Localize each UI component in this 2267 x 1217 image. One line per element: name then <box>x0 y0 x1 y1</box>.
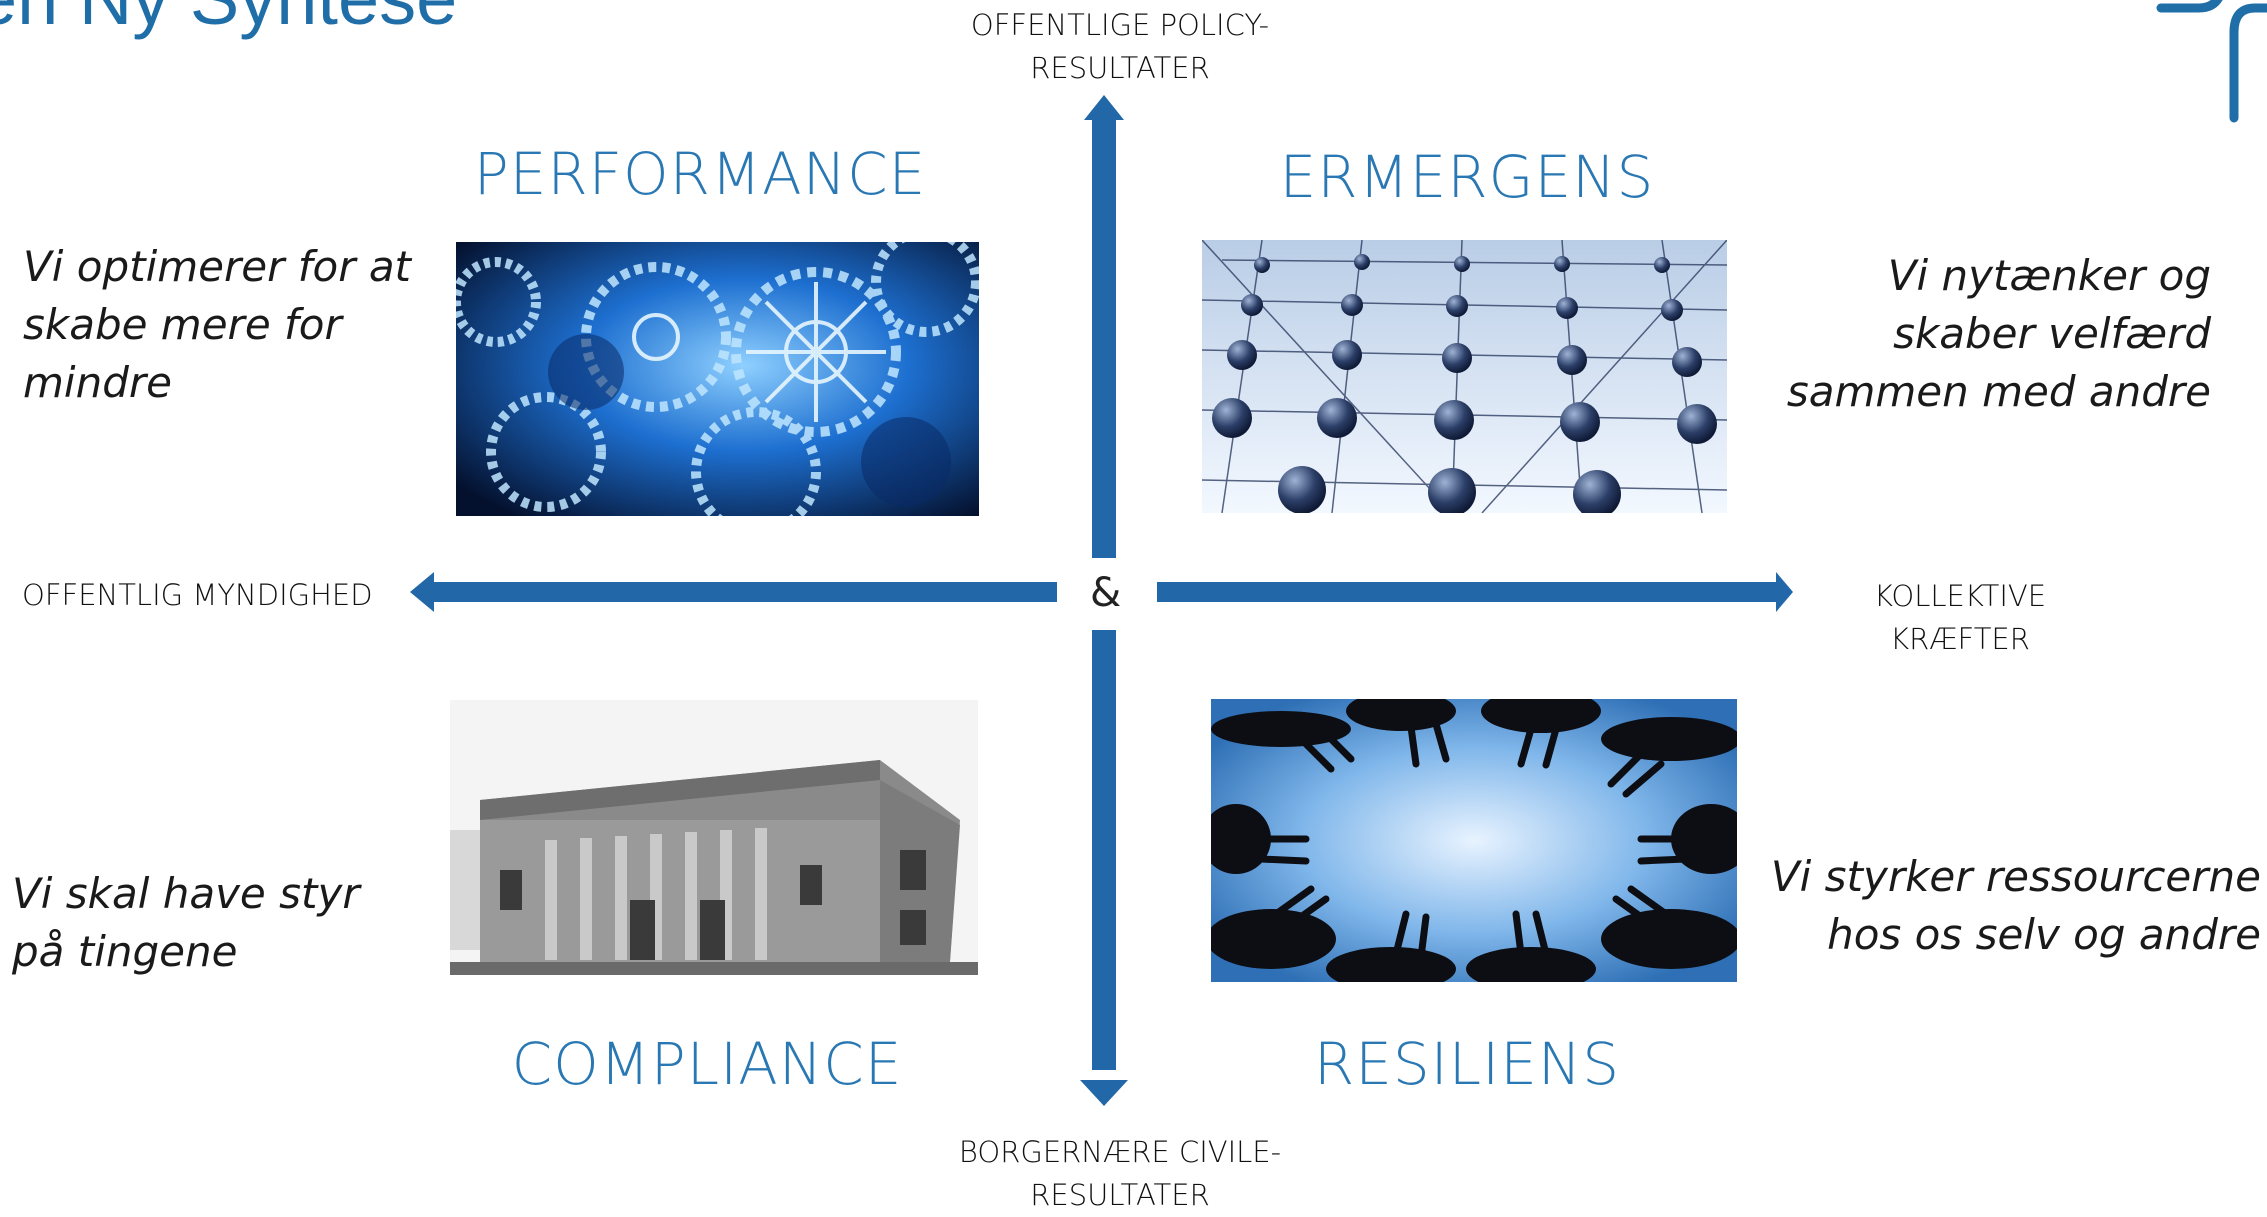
quote-resiliens: Vi styrker ressourcerne hos os selv og a… <box>1771 848 2261 964</box>
hands-image <box>1211 699 1737 982</box>
page-title: en Ny Syntese <box>0 0 457 41</box>
arrow-up-shaft <box>1092 118 1116 558</box>
quadrant-title-performance: PERFORMANCE <box>473 140 927 208</box>
arrow-down-shaft <box>1092 630 1116 1070</box>
quote-compliance: Vi skal have styr på tingene <box>12 865 360 981</box>
quote-performance-line3: mindre <box>23 358 172 407</box>
arrow-left-head <box>410 572 434 612</box>
axis-label-top-line1: OFFENTLIGE POLICY- <box>970 8 1270 42</box>
quote-resiliens-line2: hos os selv og andre <box>1827 910 2261 959</box>
axis-label-bottom-line2: RESULTATER <box>1030 1178 1210 1212</box>
logo-corner-graphic <box>2156 0 2267 123</box>
axis-label-bottom: BORGERNÆRE CIVILE- RESULTATER <box>900 1131 1340 1217</box>
quadrant-title-compliance: COMPLIANCE <box>511 1030 903 1098</box>
quote-performance: Vi optimerer for at skabe mere for mindr… <box>23 238 411 412</box>
axis-label-top-line2: RESULTATER <box>1030 51 1210 85</box>
axis-label-left: OFFENTLIG MYNDIGHED <box>22 578 373 612</box>
axis-label-right: KOLLEKTIVE KRÆFTER <box>1810 575 2110 661</box>
quote-performance-line2: skabe mere for <box>23 300 342 349</box>
quote-ermergens-line3: sammen med andre <box>1786 367 2211 416</box>
arrow-right-head <box>1776 572 1793 612</box>
arrow-right-shaft <box>1157 582 1778 602</box>
axis-label-top: OFFENTLIGE POLICY- RESULTATER <box>920 4 1320 90</box>
quadrant-title-ermergens: ERMERGENS <box>1279 143 1655 211</box>
gears-image <box>456 242 979 516</box>
arrow-up-head <box>1084 95 1124 120</box>
building-image <box>450 700 978 975</box>
arrow-left-shaft <box>432 582 1057 602</box>
quote-compliance-line1: Vi skal have styr <box>12 869 360 918</box>
arrow-down-head <box>1080 1080 1128 1106</box>
quadrant-title-resiliens: RESILIENS <box>1313 1030 1621 1098</box>
quote-performance-line1: Vi optimerer for at <box>23 242 412 291</box>
center-ampersand: & <box>1090 570 1122 616</box>
axis-label-right-line1: KOLLEKTIVE <box>1873 579 2047 613</box>
axis-label-right-line2: KRÆFTER <box>1890 622 2030 656</box>
axis-label-bottom-line1: BORGERNÆRE CIVILE- <box>958 1135 1282 1169</box>
quote-ermergens-line1: Vi nytænker og <box>1887 251 2211 300</box>
quote-compliance-line2: på tingene <box>12 927 238 976</box>
quote-resiliens-line1: Vi styrker ressourcerne <box>1770 852 2261 901</box>
quote-ermergens-line2: skaber velfærd <box>1893 309 2211 358</box>
network-image <box>1202 240 1727 513</box>
quote-ermergens: Vi nytænker og skaber velfærd sammen med… <box>1787 247 2211 421</box>
